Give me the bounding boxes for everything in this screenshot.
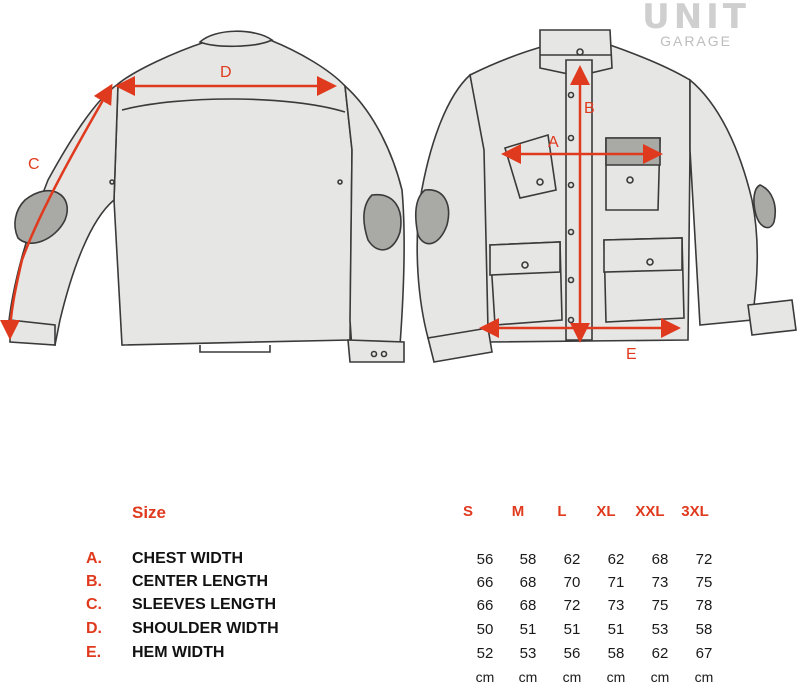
table-cell: 62 (563, 551, 581, 568)
row-label: CHEST WIDTH (132, 550, 244, 567)
size-col-3xl: 3XL (681, 503, 709, 520)
jacket-diagram (0, 29, 797, 363)
row-label: SHOULDER WIDTH (132, 620, 279, 637)
table-cell: 68 (519, 597, 537, 614)
table-cell: 71 (607, 574, 625, 591)
table-cell: 75 (651, 597, 669, 614)
table-cell: 50 (476, 621, 494, 638)
table-cell: 72 (695, 551, 713, 568)
table-cell: 51 (607, 621, 625, 638)
row-code: D. (86, 620, 102, 637)
table-cell: 56 (476, 551, 494, 568)
table-cell: 70 (563, 574, 581, 591)
table-cell: 73 (651, 574, 669, 591)
unit-label: cm (650, 669, 670, 685)
size-col-l: L (557, 503, 567, 520)
measure-label-e: E (626, 346, 637, 363)
table-cell: 62 (651, 645, 669, 662)
row-code: B. (86, 573, 102, 590)
table-cell: 58 (695, 621, 713, 638)
table-cell: 68 (651, 551, 669, 568)
table-cell: 62 (607, 551, 625, 568)
table-cell: 51 (519, 621, 537, 638)
row-label: SLEEVES LENGTH (132, 596, 277, 613)
size-col-xl: XL (596, 503, 616, 520)
table-cell: 72 (563, 597, 581, 614)
unit-label: cm (694, 669, 714, 685)
size-col-m: M (511, 503, 525, 520)
unit-label: cm (562, 669, 582, 685)
brand-sub: GARAGE (660, 33, 732, 49)
row-code: A. (86, 550, 102, 567)
table-cell: 51 (563, 621, 581, 638)
row-label: HEM WIDTH (132, 644, 225, 661)
measurement-lines (0, 65, 681, 343)
table-cell: 58 (519, 551, 537, 568)
unit-label: cm (518, 669, 538, 685)
brand-logo: UNIT GARAGE (642, 0, 750, 48)
table-cell: 66 (476, 597, 494, 614)
row-code: E. (86, 644, 102, 661)
table-cell: 66 (476, 574, 494, 591)
table-cell: 58 (607, 645, 625, 662)
unit-label: cm (606, 669, 626, 685)
row-code: C. (86, 596, 102, 613)
table-cell: 56 (563, 645, 581, 662)
measure-label-c: C (28, 156, 40, 173)
table-cell: 53 (651, 621, 669, 638)
measure-label-b: B (584, 100, 595, 117)
table-cell: 68 (519, 574, 537, 591)
measure-c-line (0, 83, 113, 340)
table-cell: 73 (607, 597, 625, 614)
size-col-s: S (462, 503, 473, 520)
table-cell: 78 (695, 597, 713, 614)
row-label: CENTER LENGTH (132, 573, 268, 590)
unit-label: cm (475, 669, 495, 685)
table-cell: 53 (519, 645, 537, 662)
brand-name: UNIT (642, 0, 750, 37)
table-cell: 67 (695, 645, 713, 662)
table-cell: 52 (476, 645, 494, 662)
size-header: Size (132, 503, 167, 522)
size-col-xxl: XXL (635, 503, 665, 520)
table-cell: 75 (695, 574, 713, 591)
measure-label-a: A (548, 134, 559, 151)
measure-label-d: D (220, 64, 232, 81)
